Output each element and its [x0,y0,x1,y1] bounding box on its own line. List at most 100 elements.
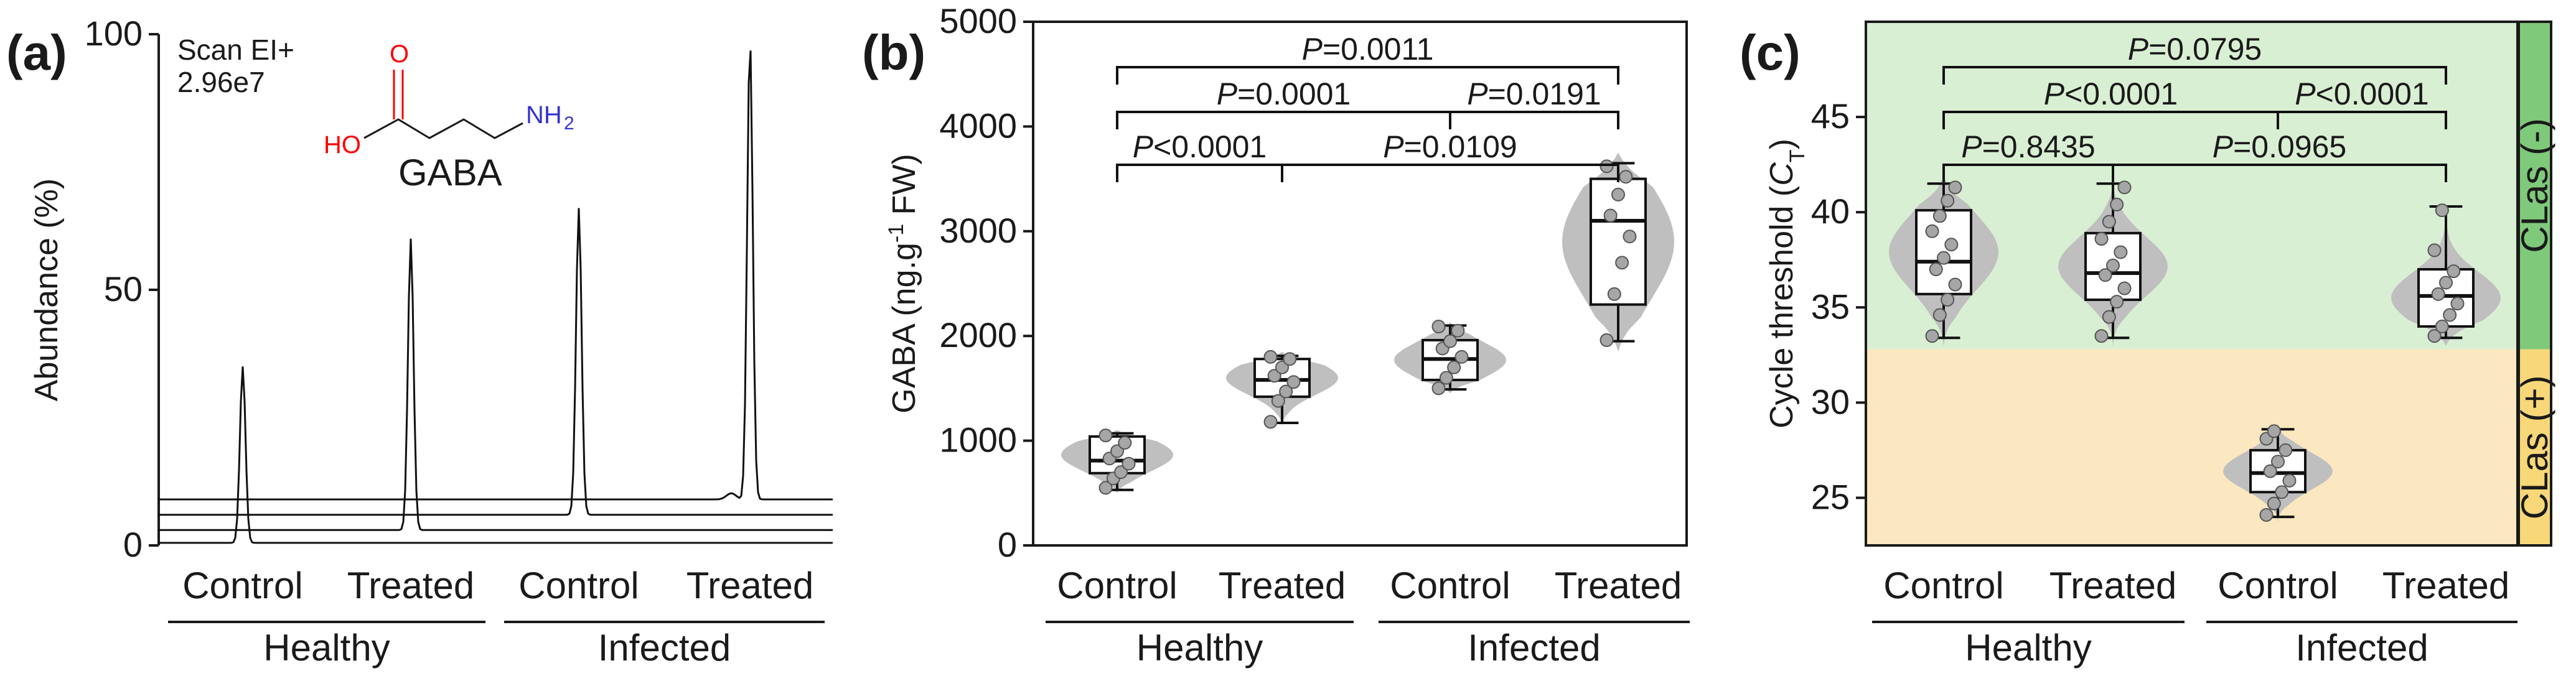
y-tick-label: 35 [1811,287,1850,326]
data-point [2267,424,2281,438]
y-tick-label: 45 [1811,96,1850,136]
group-label: Infected [1468,627,1601,669]
data-point [1431,320,1446,334]
data-point [2427,243,2442,257]
plot-frame [1865,21,2519,547]
amine-subscript: 2 [564,113,574,134]
data-point [1615,256,1629,270]
chromatogram-trace [159,50,833,501]
data-point [1948,180,1962,195]
x-category-label: Control [2218,565,2338,606]
group-label: Healthy [1136,627,1263,669]
chromatogram-trace [159,238,833,531]
x-category-label: Control [182,565,302,606]
data-point [1439,371,1453,385]
scan-annotation-line-1: Scan EI+ [177,34,294,66]
x-category-label: Treated [1555,565,1682,606]
x-category-label: Control [1883,565,2003,606]
data-point [1599,333,1614,347]
data-point [1098,481,1113,495]
panel-label-c: (c) [1740,25,1801,80]
group-label: Infected [2295,627,2428,669]
p-value-label: P<0.0001 [2295,76,2429,111]
y-tick-label: 30 [1811,382,1850,421]
significance-bracket [1449,111,1619,129]
data-point [2102,310,2116,324]
x-category-label: Treated [347,565,475,606]
p-value-label: P=0.0191 [1467,76,1601,111]
group-label: Healthy [263,627,390,669]
amine-group: NH [526,101,562,129]
compound-name: GABA [398,152,502,193]
significance-bracket [1942,66,2447,85]
x-category-label: Treated [2049,565,2177,606]
data-point [1948,277,1962,292]
data-point [2439,276,2453,290]
data-point [1623,229,1637,244]
data-point [1937,251,1951,265]
chromatogram-trace [159,366,833,544]
data-point [2431,287,2445,301]
x-category-label: Treated [2382,565,2510,606]
data-point [1925,329,1939,343]
y-tick-label: 1000 [939,420,1017,460]
scan-annotation-line-2: 2.96e7 [177,66,265,98]
y-tick-label: 5000 [939,1,1017,40]
data-point [2435,319,2449,333]
gaba-structure: O HO NH 2 GABA [324,40,574,193]
clas-positive-label: CLas (+) [2514,375,2555,519]
data-point [1932,209,1947,223]
data-point [1279,384,1293,399]
data-point [1267,369,1281,383]
data-point [2117,281,2132,295]
data-point [1283,352,1297,366]
y-axis-title: Abundance (%) [29,178,65,401]
y-tick-label: 0 [998,525,1017,564]
p-value-label: P=0.8435 [1961,129,2096,164]
y-tick-label: 100 [85,14,143,53]
y-tick-label: 25 [1811,477,1850,516]
data-point [1941,193,1955,208]
data-point [2110,197,2124,211]
y-axis-title: Cycle threshold (CT) [1764,139,1809,429]
data-point [1275,360,1289,374]
data-point [1286,375,1301,389]
plot-frame [1032,21,1688,547]
data-point [2110,295,2124,309]
data-point [1454,350,1469,364]
significance-bracket [1116,66,1619,85]
data-point [2443,308,2457,322]
data-point [2094,329,2109,343]
data-point [1110,444,1124,458]
x-category-label: Control [518,565,639,606]
data-point [1431,381,1446,396]
data-point [2263,464,2277,478]
data-point [1447,360,1461,374]
data-point [1443,334,1457,348]
p-value-label: P<0.0001 [1133,129,1267,164]
significance-bracket [1116,164,1283,182]
hydroxyl-group: HO [324,131,361,159]
y-tick-label: 4000 [939,106,1017,145]
data-point [1607,287,1621,301]
data-point [1932,308,1947,322]
data-point [2435,203,2449,218]
data-point [1118,435,1132,450]
clas-negative-side-bar [2519,22,2551,350]
group-label: Infected [598,627,731,669]
data-point [1271,394,1285,408]
y-tick-label: 2000 [939,315,1017,354]
data-point [1944,238,1959,252]
data-point [1263,415,1278,429]
data-point [2259,508,2274,522]
data-point [2279,443,2293,457]
y-tick-label: 50 [104,269,143,308]
group-label: Healthy [1965,627,2091,669]
y-tick-label: 0 [123,525,143,564]
clas-positive-side-bar [2519,349,2551,545]
chromatogram-trace [159,208,833,516]
p-value-label: P=0.0109 [1383,129,1517,164]
significance-bracket [2277,111,2447,129]
chromatogram-panel: (a) Scan EI+ 2.96e7 O HO NH 2 GABA 05010… [6,14,833,669]
